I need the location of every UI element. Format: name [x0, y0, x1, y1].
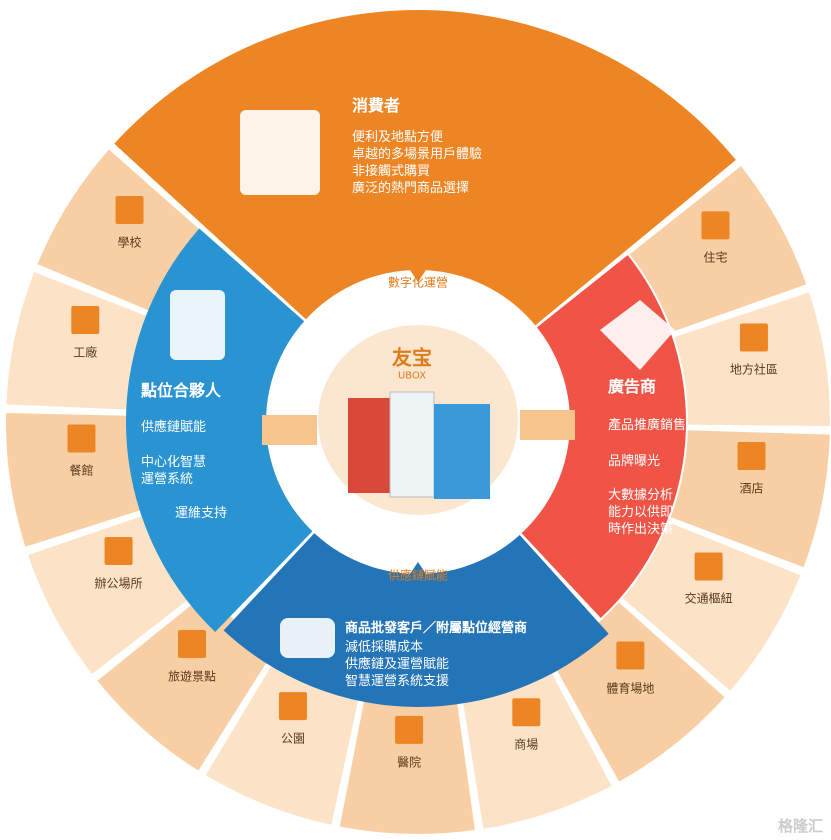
scene-icon — [512, 698, 541, 727]
wholesale-line: 智慧運營系統支援 — [345, 674, 450, 689]
partner-title: 點位合夥人 — [141, 381, 222, 400]
wholesale-line: 供應鏈及運營賦能 — [345, 657, 450, 672]
vending-machine-red — [348, 398, 390, 493]
advertiser-line: 產品推廣銷售 — [608, 418, 687, 433]
partner-line: 運維支持 — [175, 506, 228, 521]
partner-line: 供應鏈賦能 — [141, 420, 207, 435]
scene-icon — [104, 537, 133, 566]
scene-label: 體育場地 — [606, 681, 655, 696]
scene-label: 酒店 — [739, 481, 764, 496]
scene-petal — [549, 602, 725, 782]
building-left — [262, 415, 317, 445]
scene-icon — [71, 305, 100, 334]
consumer-line: 卓越的多場景用戶體驗 — [352, 146, 483, 162]
advertiser-line: 時作出決策 — [608, 522, 674, 537]
partner-line: 運營系統 — [141, 472, 194, 487]
scene-label: 住宅 — [703, 250, 728, 265]
scene-label: 商場 — [514, 737, 539, 752]
scene-icon — [701, 211, 730, 240]
scene-icon — [278, 692, 307, 721]
scene-petal — [670, 430, 830, 568]
consumer-lines: 便利及地點方便 卓越的多場景用戶體驗 非接觸式購買 廣泛的熱門商品選擇 — [352, 130, 482, 198]
arrow-consumer — [410, 270, 426, 282]
scene-label: 工廠 — [73, 345, 98, 360]
scene-petal — [629, 166, 807, 332]
partner-line: 中心化智慧 — [141, 455, 207, 470]
advertiser-title: 廣告商 — [608, 377, 657, 396]
scene-petal — [674, 292, 831, 426]
vending-machine-blue — [434, 404, 490, 499]
scene-icon — [67, 424, 96, 453]
digital-ops-label: 數字化運營 — [387, 275, 449, 290]
scene-petal — [97, 591, 275, 771]
logo-cn: 友宝 — [392, 345, 432, 370]
logo-en: UBOX — [397, 370, 427, 382]
consumer-line: 非接觸式購買 — [352, 163, 431, 179]
scene-icon — [616, 641, 645, 670]
scene-petal — [339, 687, 475, 834]
scene-petal — [622, 522, 801, 691]
wholesale-line: 減低採購成本 — [345, 640, 424, 655]
wholesale-title: 商品批發客戶／附屬點位經營商 — [345, 621, 528, 636]
scene-icon — [115, 196, 144, 225]
watermark: 格隆汇 — [777, 817, 823, 835]
consumer-title: 消費者 — [352, 96, 401, 115]
advertiser-line: 大數據分析 — [608, 488, 674, 503]
building-right — [520, 410, 575, 440]
scene-petal — [6, 272, 167, 411]
scene-label: 地方社區 — [729, 362, 778, 377]
businessman-icon — [170, 290, 225, 360]
scene-petal — [460, 660, 612, 829]
scene-label: 學校 — [117, 235, 142, 250]
consumer-segment — [114, 10, 736, 327]
tag-icon — [600, 300, 675, 370]
supply-chain-label: 供應鏈賦能 — [387, 568, 449, 583]
scene-icon — [395, 715, 424, 744]
consumer-line: 廣泛的熱門商品選擇 — [352, 180, 470, 196]
scene-label: 辦公場所 — [94, 576, 143, 591]
handshake-icon — [280, 618, 335, 658]
scene-icon — [739, 323, 768, 352]
scene-icon — [694, 552, 723, 581]
scene-petal — [205, 653, 362, 825]
consumer-line: 便利及地點方便 — [352, 130, 444, 145]
scene-icon — [737, 441, 766, 470]
scene-label: 公園 — [280, 731, 305, 746]
vending-machine-white — [389, 391, 435, 498]
scene-petal — [5, 413, 161, 547]
scene-label: 旅遊景點 — [168, 669, 217, 684]
scene-label: 餐館 — [69, 463, 94, 478]
wholesale-segment — [223, 531, 609, 707]
scene-label: 交通樞紐 — [684, 591, 733, 606]
advertiser-line: 能力以供即 — [608, 505, 674, 520]
cash-hand-icon — [240, 110, 320, 195]
arrow-wholesale — [410, 562, 426, 574]
advertiser-line: 品牌曝光 — [608, 454, 661, 469]
scene-label: 醫院 — [397, 755, 422, 770]
scene-icon — [178, 630, 207, 659]
